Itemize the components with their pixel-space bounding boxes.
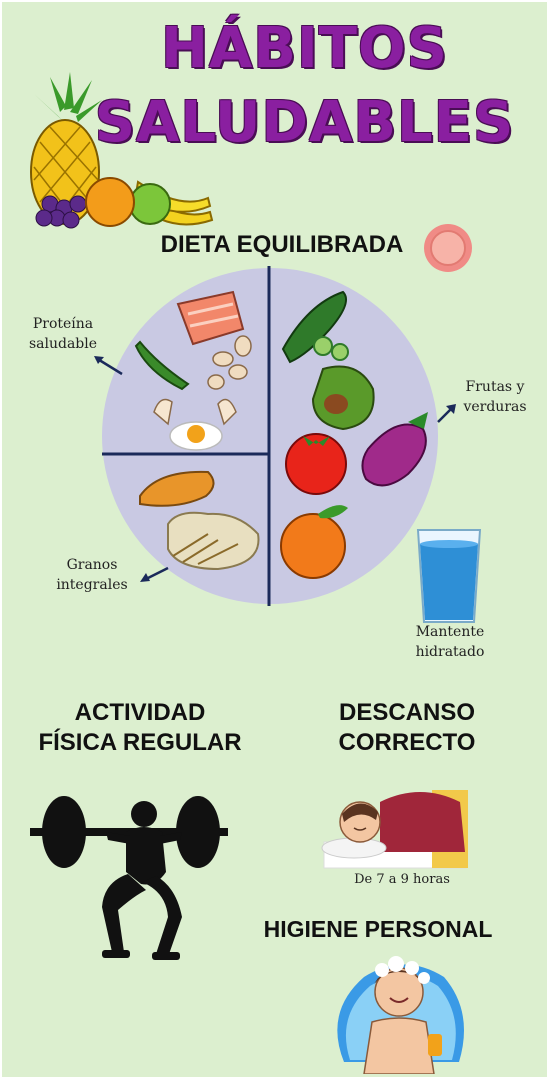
title-line-1: HÁBITOS: [161, 16, 448, 81]
shower-icon: [337, 956, 464, 1074]
rest-heading: DESCANSO CORRECTO: [302, 698, 512, 758]
water-label: Mantente hidratado: [400, 622, 500, 662]
plate-small-icon: [424, 224, 472, 272]
protein-arrow-icon: [94, 356, 123, 376]
grains-label-line-1: Granos: [66, 557, 118, 573]
grains-label-line-2: integrales: [56, 577, 128, 593]
water-label-line-1: Mantente: [415, 624, 485, 640]
protein-label: Proteína saludable: [18, 314, 108, 354]
water-label-line-2: hidratado: [415, 644, 485, 660]
activity-heading: ACTIVIDAD FÍSICA REGULAR: [20, 698, 260, 758]
fruit-basket-icon: [30, 72, 214, 229]
protein-label-line-2: saludable: [28, 336, 98, 352]
water-glass-icon: [416, 529, 482, 623]
protein-label-line-1: Proteína: [32, 316, 94, 332]
activity-heading-line-2: FÍSICA REGULAR: [38, 729, 242, 756]
fruits-label-line-2: verduras: [463, 399, 527, 415]
fruits-arrow-icon: [437, 404, 456, 423]
sleeping-person-icon: [321, 790, 468, 869]
weightlifter-icon: [30, 796, 228, 960]
hygiene-heading: HIGIENE PERSONAL: [263, 916, 493, 942]
rest-hours-label: De 7 a 9 horas: [354, 872, 450, 887]
title-line-2: SALUDABLES: [94, 90, 515, 155]
grains-label: Granos integrales: [42, 555, 142, 595]
plate-icon: [102, 266, 438, 606]
grains-arrow-icon: [140, 566, 169, 582]
fruits-label-line-1: Frutas y: [465, 379, 525, 395]
activity-heading-line-1: ACTIVIDAD: [74, 699, 206, 726]
fruits-label: Frutas y verduras: [450, 377, 540, 417]
rest-heading-line-1: DESCANSO: [338, 699, 476, 726]
diet-heading: DIETA EQUILIBRADA: [160, 231, 404, 258]
rest-heading-line-2: CORRECTO: [338, 729, 476, 756]
